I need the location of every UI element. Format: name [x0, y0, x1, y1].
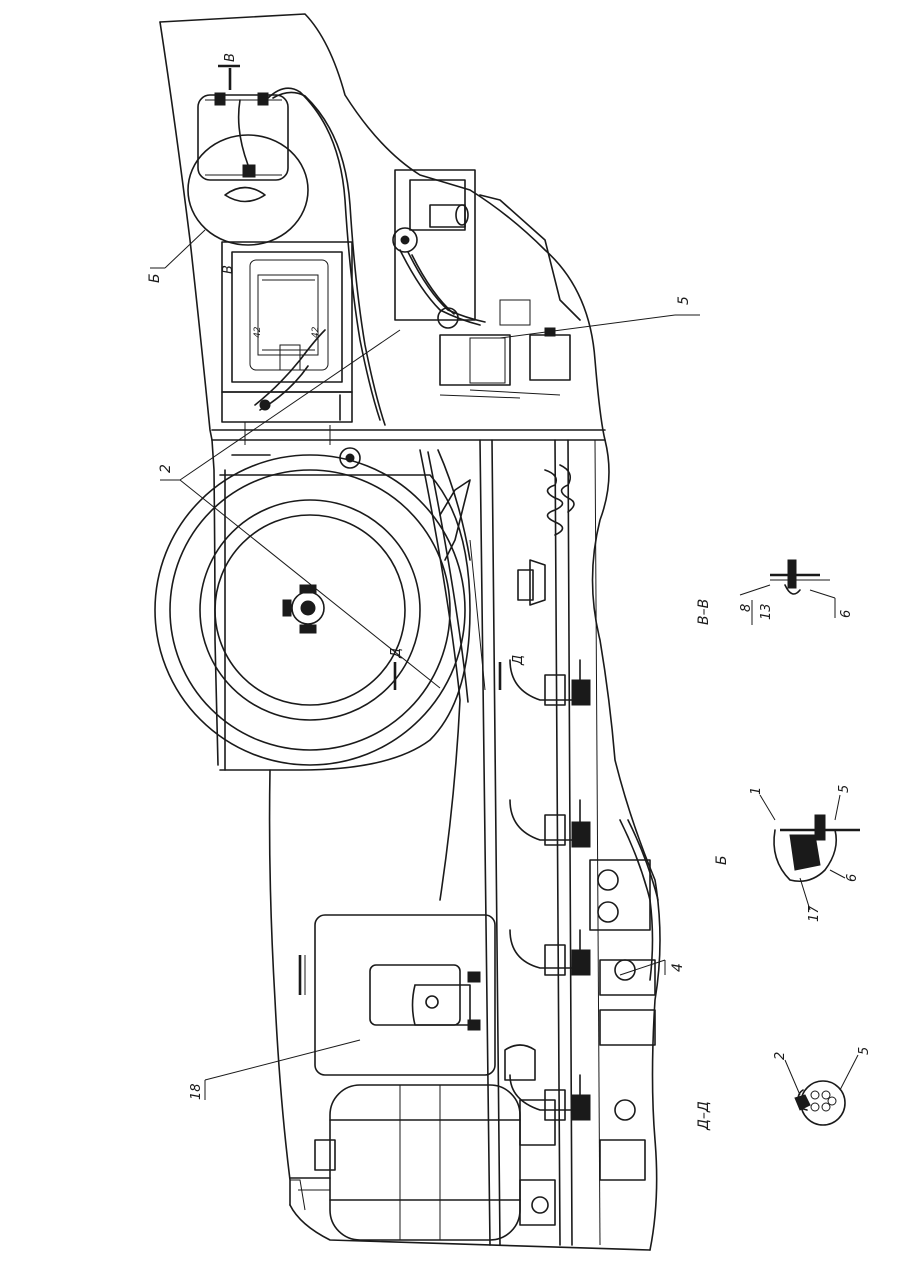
bottom-cylinder: [314, 1044, 556, 1241]
callout-18-label: 18: [189, 1083, 204, 1100]
callout-2-leaders: 2: [158, 329, 441, 689]
bottom-left-bracket: [289, 1177, 331, 1191]
plate-text-1: 42: [253, 326, 263, 338]
section-vv-frac-bottom: 13: [759, 603, 774, 620]
callout-4-label: 4: [670, 963, 686, 972]
section-b: 1 5 6 17 Б: [714, 785, 860, 922]
callout-v-top: В: [223, 53, 238, 62]
callout-d1: Д: [389, 648, 404, 659]
callout-b: Б: [147, 229, 206, 283]
top-cylinder: [187, 87, 386, 426]
body-outline: [159, 13, 661, 1251]
section-dd-callout-5: 5: [857, 1047, 872, 1055]
frame-rails: [419, 439, 601, 1246]
spring-coil: [544, 464, 575, 536]
section-mark-d: Д Д: [389, 648, 526, 690]
callout-5-top: 5: [499, 296, 700, 339]
section-vv-frac-top: 8: [739, 604, 754, 612]
section-vv-title: В–В: [696, 599, 712, 625]
main-frame-beam: [211, 422, 606, 469]
mounting-plate: 42 42: [221, 241, 353, 423]
callout-d2: Д: [511, 655, 526, 666]
callout-5-top-label: 5: [676, 296, 692, 305]
section-mark-v-mid: В: [221, 265, 236, 274]
section-b-title: Б: [714, 855, 730, 865]
section-b-callout-5: 5: [837, 785, 852, 793]
callout-2-label: 2: [158, 464, 174, 473]
section-b-callout-6: 6: [845, 874, 860, 882]
spare-wheel: [154, 454, 471, 771]
section-b-callout-17: 17: [807, 905, 822, 922]
section-vv: 6 8 13 В–В: [696, 559, 854, 625]
cross-members: [509, 559, 659, 1181]
section-dd: 2 5 Д–Д: [696, 1047, 872, 1131]
section-dd-title: Д–Д: [696, 1101, 712, 1131]
plate-text-2: 42: [311, 326, 321, 338]
callout-v-mid: В: [221, 265, 236, 274]
section-mark-v-top: В: [218, 53, 240, 90]
tank-box: [298, 914, 496, 1076]
callout-18: 18: [189, 1039, 361, 1100]
right-top-equipment: [392, 169, 581, 399]
callout-4: 4: [619, 959, 686, 976]
section-vv-callout-6: 6: [839, 610, 854, 618]
section-dd-callout-2: 2: [773, 1052, 788, 1060]
section-b-callout-1: 1: [749, 787, 764, 795]
callout-b-label: Б: [147, 273, 163, 283]
